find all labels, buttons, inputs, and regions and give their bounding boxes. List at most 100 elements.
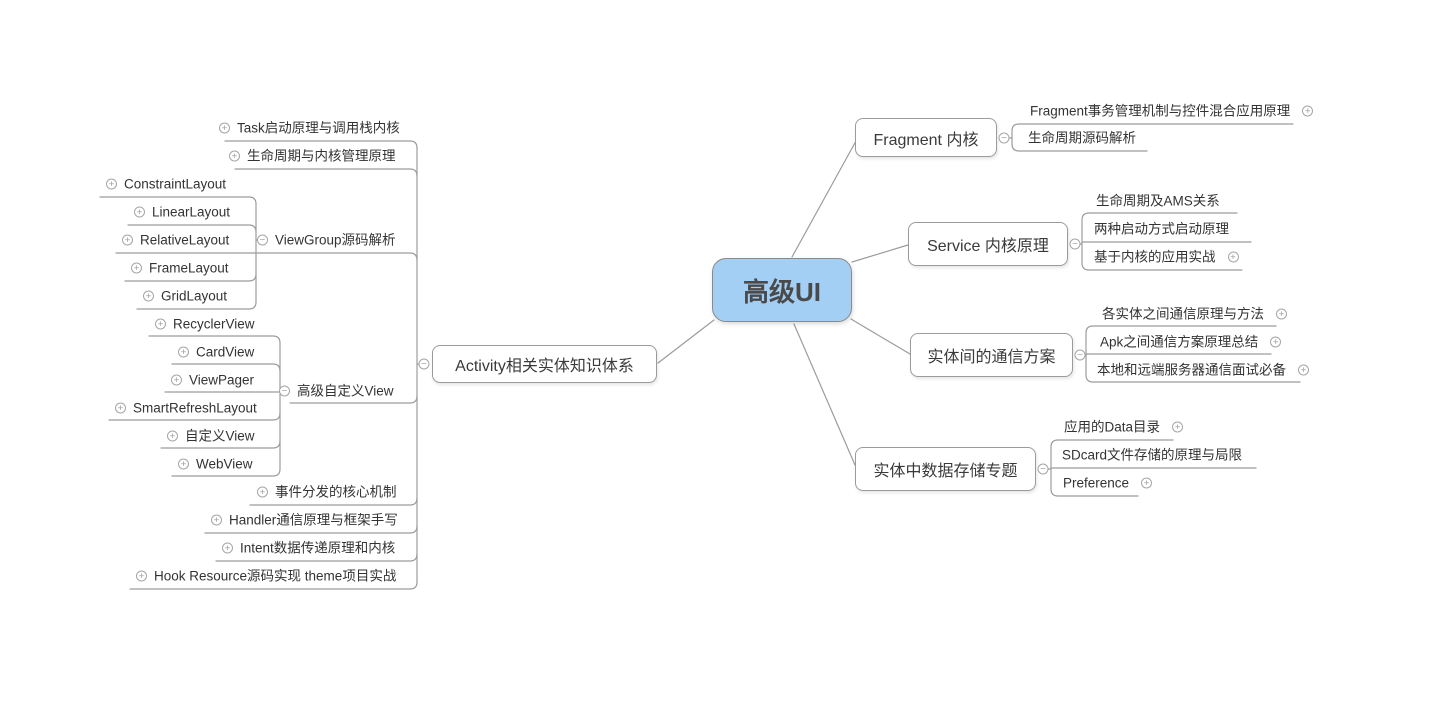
- subtopic-service-practice[interactable]: 基于内核的应用实战 +: [1094, 249, 1239, 266]
- subtopic-storage-sdcard[interactable]: SDcard文件存储的原理与局限: [1062, 447, 1242, 464]
- connector-line: [657, 319, 715, 364]
- subtopic-relativelayout[interactable]: + RelativeLayout: [122, 232, 229, 249]
- subtopic-service-lifecycle[interactable]: 生命周期及AMS关系: [1096, 193, 1220, 210]
- topic-service-label: Service 内核原理: [927, 238, 1049, 255]
- subtopic-label: ViewPager: [189, 372, 255, 388]
- connector-line: [850, 318, 911, 355]
- topic-customview[interactable]: − 高级自定义View: [279, 383, 394, 400]
- subtopic-smartrefreshlayout[interactable]: + SmartRefreshLayout: [115, 400, 257, 417]
- expand-icon[interactable]: +: [219, 122, 230, 134]
- expand-icon[interactable]: +: [229, 150, 240, 162]
- topic-fragment-label: Fragment 内核: [873, 131, 979, 149]
- expand-icon[interactable]: +: [1276, 308, 1287, 320]
- expand-icon[interactable]: +: [167, 430, 178, 442]
- subtopic-label: Task启动原理与调用栈内核: [237, 120, 400, 136]
- expand-icon[interactable]: +: [222, 542, 233, 554]
- topic-activity-label: Activity相关实体知识体系: [455, 358, 634, 375]
- subtopic-event[interactable]: + 事件分发的核心机制: [257, 484, 397, 501]
- expand-icon[interactable]: +: [134, 206, 145, 218]
- expand-icon[interactable]: +: [257, 486, 268, 498]
- topic-viewgroup[interactable]: − ViewGroup源码解析: [257, 232, 396, 249]
- connector-line: [791, 140, 857, 258]
- expand-icon[interactable]: +: [1172, 421, 1184, 433]
- subtopic-comm-apk[interactable]: Apk之间通信方案原理总结 +: [1100, 334, 1282, 351]
- subtopic-comm-principle[interactable]: 各实体之间通信原理与方法 +: [1102, 306, 1287, 323]
- connector-line: [793, 323, 856, 466]
- expand-icon[interactable]: +: [155, 318, 166, 330]
- subtopic-label: Preference: [1063, 475, 1130, 491]
- topic-storage[interactable]: 实体中数据存储专题: [855, 447, 1036, 491]
- topic-communication[interactable]: 实体间的通信方案: [910, 333, 1073, 377]
- expand-icon[interactable]: +: [136, 570, 147, 582]
- connector-line: [148, 335, 281, 344]
- topic-fragment[interactable]: Fragment 内核: [855, 118, 997, 157]
- subtopic-cardview[interactable]: + CardView: [178, 344, 254, 361]
- connector-line: [256, 252, 418, 261]
- subtopic-label: LinearLayout: [152, 204, 231, 220]
- subtopic-linearlayout[interactable]: + LinearLayout: [134, 204, 230, 221]
- expand-icon[interactable]: +: [1270, 336, 1282, 348]
- collapse-icon[interactable]: −: [418, 358, 430, 370]
- collapse-icon[interactable]: −: [279, 385, 290, 397]
- expand-icon[interactable]: +: [122, 234, 133, 246]
- subtopic-storage-data-dir[interactable]: 应用的Data目录 +: [1064, 419, 1184, 436]
- topic-viewgroup-label: ViewGroup源码解析: [275, 232, 396, 248]
- expand-icon[interactable]: +: [178, 458, 189, 470]
- connector-line: [234, 168, 418, 177]
- subtopic-label: Apk之间通信方案原理总结: [1100, 334, 1259, 350]
- subtopic-label: 生命周期与内核管理原理: [247, 148, 396, 164]
- subtopic-handler[interactable]: + Handler通信原理与框架手写: [211, 512, 398, 529]
- subtopic-comm-remote[interactable]: 本地和远端服务器通信面试必备 +: [1097, 362, 1309, 379]
- subtopic-label: 本地和远端服务器通信面试必备: [1097, 362, 1286, 378]
- topic-activity[interactable]: Activity相关实体知识体系: [432, 345, 657, 383]
- collapse-icon[interactable]: −: [1037, 463, 1049, 475]
- subtopic-label: 生命周期源码解析: [1028, 130, 1136, 146]
- subtopic-label: RecyclerView: [173, 316, 255, 332]
- collapse-icon[interactable]: −: [1069, 238, 1081, 250]
- expand-icon[interactable]: +: [211, 514, 222, 526]
- subtopic-task[interactable]: + Task启动原理与调用栈内核: [219, 120, 400, 137]
- subtopic-label: 各实体之间通信原理与方法: [1102, 306, 1264, 322]
- collapse-icon[interactable]: −: [998, 132, 1010, 144]
- connector-line: [171, 363, 281, 372]
- subtopic-intent[interactable]: + Intent数据传递原理和内核: [222, 540, 395, 557]
- expand-icon[interactable]: +: [171, 374, 182, 386]
- subtopic-label: SmartRefreshLayout: [133, 400, 257, 416]
- subtopic-recyclerview[interactable]: + RecyclerView: [155, 316, 255, 333]
- subtopic-constraintlayout[interactable]: + ConstraintLayout: [106, 176, 226, 193]
- expand-icon[interactable]: +: [106, 178, 117, 190]
- subtopic-label: 生命周期及AMS关系: [1096, 193, 1220, 209]
- subtopic-framelayout[interactable]: + FrameLayout: [131, 260, 229, 277]
- subtopic-gridlayout[interactable]: + GridLayout: [143, 288, 227, 305]
- collapse-icon[interactable]: −: [257, 234, 268, 246]
- subtopic-service-start[interactable]: 两种启动方式启动原理: [1094, 221, 1229, 238]
- subtopic-webview[interactable]: + WebView: [178, 456, 253, 473]
- topic-customview-label: 高级自定义View: [297, 383, 394, 399]
- root-topic[interactable]: 高级UI: [712, 258, 852, 322]
- subtopic-zidingyiview[interactable]: + 自定义View: [167, 428, 255, 445]
- expand-icon[interactable]: +: [115, 402, 126, 414]
- expand-icon[interactable]: +: [1141, 477, 1153, 489]
- connector-line: [851, 244, 909, 263]
- expand-icon[interactable]: +: [178, 346, 189, 358]
- collapse-icon[interactable]: −: [1074, 349, 1086, 361]
- subtopic-storage-preference[interactable]: Preference +: [1063, 475, 1153, 492]
- subtopic-label: 基于内核的应用实战: [1094, 249, 1216, 265]
- subtopic-fragment-lifecycle[interactable]: 生命周期源码解析: [1028, 130, 1136, 147]
- subtopic-fragment-transaction[interactable]: Fragment事务管理机制与控件混合应用原理 +: [1030, 103, 1314, 120]
- subtopic-label: 应用的Data目录: [1064, 419, 1161, 435]
- expand-icon[interactable]: +: [1227, 251, 1239, 263]
- subtopic-hook[interactable]: + Hook Resource源码实现 theme项目实战: [136, 568, 396, 585]
- subtopic-label: FrameLayout: [149, 260, 229, 276]
- subtopic-label: Hook Resource源码实现 theme项目实战: [154, 568, 397, 584]
- expand-icon[interactable]: +: [143, 290, 154, 302]
- subtopic-lifecycle[interactable]: + 生命周期与内核管理原理: [229, 148, 396, 165]
- subtopic-viewpager[interactable]: + ViewPager: [171, 372, 254, 389]
- topic-service[interactable]: Service 内核原理: [908, 222, 1068, 266]
- subtopic-label: Fragment事务管理机制与控件混合应用原理: [1030, 103, 1291, 119]
- expand-icon[interactable]: +: [1302, 105, 1314, 117]
- expand-icon[interactable]: +: [131, 262, 142, 274]
- subtopic-label: 事件分发的核心机制: [275, 484, 397, 500]
- expand-icon[interactable]: +: [1298, 364, 1309, 376]
- topic-communication-label: 实体间的通信方案: [927, 349, 1056, 366]
